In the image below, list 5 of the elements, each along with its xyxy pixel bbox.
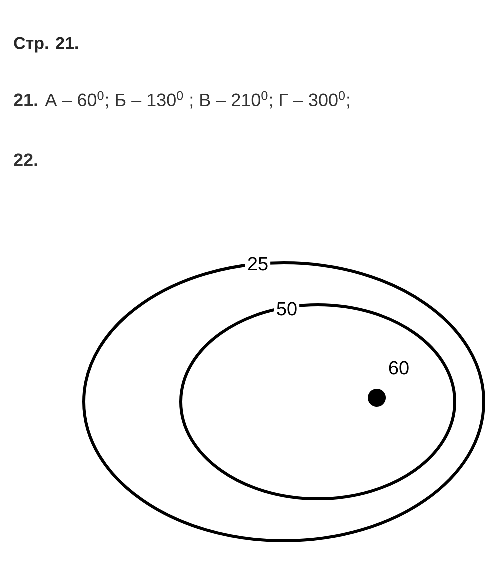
page-heading: Стр. 21.: [14, 37, 78, 53]
height-label: 60: [389, 361, 409, 375]
answer-line: 21. А – 60$^{0}$; Б – 130$^{0}$ ; В – 210$^{0}$; Г – 300$^{0}$;: [14, 91, 350, 109]
point-marker: [368, 389, 386, 407]
task-number: 22.: [14, 154, 38, 166]
